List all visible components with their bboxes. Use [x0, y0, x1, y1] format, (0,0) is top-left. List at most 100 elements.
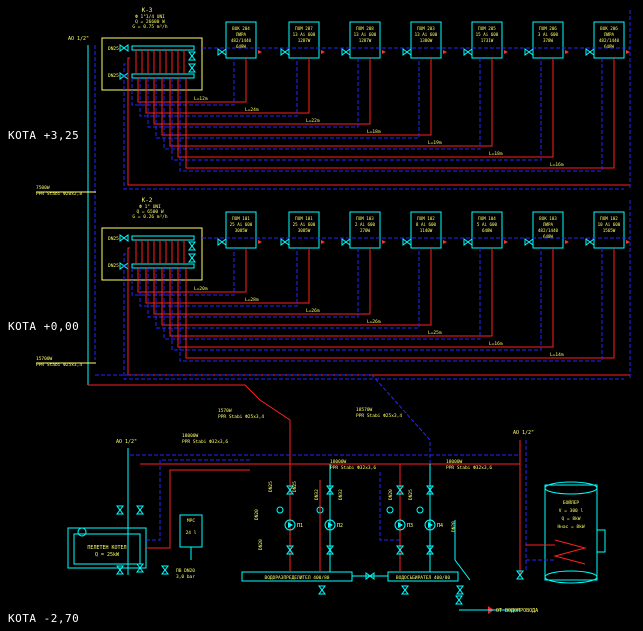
valve-tag: DN20	[388, 489, 394, 500]
lower-manifold-spec: Ф 1" UNI	[139, 204, 161, 210]
valve-tag: DN25	[268, 481, 274, 492]
upper-feed-pipe	[153, 58, 371, 125]
dhw-tank-label: БОЙЛЕР	[563, 499, 580, 506]
dhw-tank-label: V = 300 l	[559, 508, 584, 514]
upper-radiator-valve	[463, 48, 473, 56]
safety-valve-label: 3,0 bar	[176, 574, 195, 580]
upper-feed-pipe	[177, 58, 554, 158]
lower-radiator-valve	[258, 240, 262, 244]
lower-radiator-label: ПОМ 102	[417, 216, 435, 221]
lower-radiator-label: 482/1440	[538, 228, 559, 233]
lower-radiator-label: ПОМ 103	[356, 216, 374, 221]
upper-radiator-label: 648W	[236, 44, 247, 49]
upper-pipe-length: L=16m	[550, 162, 564, 168]
circulation-pump: П1	[284, 519, 303, 531]
pipe-note: PPR Stabi Ф32x3,6	[182, 439, 228, 445]
upper-pipe-length: L=12m	[194, 96, 208, 102]
upper-radiator-label: ПОМ 203	[417, 26, 435, 31]
boiler-tank-pipe	[454, 520, 471, 581]
upper-radiator-valve	[626, 50, 630, 54]
lower-feed-pipe	[185, 248, 615, 359]
pump-group-valve	[426, 485, 434, 495]
pump-group-valve	[326, 545, 334, 555]
upper-manifold-spec: G = 0.75 m³/h	[132, 24, 168, 30]
lower-radiator-label: ЛИРА	[543, 222, 554, 227]
lower-return-pipe	[171, 248, 542, 351]
pump-group-valve	[286, 545, 294, 555]
lower-valve-tag: DN25	[108, 263, 119, 269]
upper-radiator-label: 3 Ai 600	[538, 32, 559, 37]
air-vent-label: АО 1/2"	[513, 430, 534, 436]
upper-radiator-label: 648W	[604, 44, 615, 49]
upper-pipe-length: L=22m	[306, 118, 320, 124]
circulation-pump: П2	[324, 519, 343, 531]
pipe-note: PPR Stabi Ф25x3,4	[218, 414, 264, 420]
lower-radiator-valve	[321, 240, 325, 244]
pipe-note: PPR Stabi Ф32x3,6	[330, 465, 376, 471]
level-label-ground: КОТА +0,00	[8, 320, 80, 333]
lower-radiator-valve	[524, 238, 534, 246]
lower-feed-pipe	[145, 248, 310, 304]
lower-radiator	[225, 211, 257, 249]
lower-return-pipe	[155, 248, 420, 329]
upper-radiator-label: 13 Ai 600	[415, 32, 438, 37]
dhw-tank-bottom	[544, 570, 598, 584]
upper-return-pipe	[147, 58, 359, 128]
upper-radiator-valve	[524, 48, 534, 56]
lower-radiator-label: 8 Ai 600	[416, 222, 437, 227]
upper-radiator-label: 13 Ai 600	[293, 32, 316, 37]
lower-pipe-length: L=25m	[428, 330, 442, 336]
lower-radiator-valve	[341, 238, 351, 246]
lower-pipe-length: L=14m	[550, 352, 564, 358]
pipe-note: 18000W	[182, 433, 199, 439]
upper-valve-tag: DN25	[108, 73, 119, 79]
lower-radiator-label: 1140W	[420, 228, 433, 233]
lower-manifold-box	[101, 227, 203, 281]
upper-radiator-valve	[280, 48, 290, 56]
circulation-pump: П3	[394, 519, 413, 531]
upper-radiator-label: ЛИРА	[604, 32, 615, 37]
boiler-valve	[116, 565, 124, 575]
dhw-tank	[544, 484, 598, 581]
upper-return-pipe	[171, 58, 542, 161]
dhw-heater	[596, 529, 606, 553]
upper-radiator-label: 1731W	[481, 38, 494, 43]
lower-pipe-length: L=26m	[306, 308, 320, 314]
lower-radiator-label: 25 Ai 600	[230, 222, 253, 227]
upper-radiator	[471, 21, 503, 59]
lower-return-pipe	[147, 248, 359, 318]
boiler-label: ПЕЛЕТЕН КОТЕЛ	[87, 545, 126, 551]
upper-return-pipe	[139, 58, 298, 117]
svg-text:П3: П3	[407, 523, 413, 529]
upper-pipe-length: L=18m	[489, 151, 503, 157]
upper-radiator-valve	[382, 50, 386, 54]
pipe-note: 1570W	[218, 408, 232, 414]
riser-note-upper: PPR Stabi Ф20x2,8	[36, 191, 82, 197]
boiler-feed	[146, 469, 250, 549]
lower-return-bar	[131, 263, 195, 269]
boiler-valve	[136, 563, 144, 573]
boiler-inner	[73, 533, 141, 565]
water-supply-label: ОТ ВОДОПРОВОДА	[496, 608, 538, 614]
boiler-valve	[136, 505, 144, 515]
lower-radiator	[593, 211, 625, 249]
upper-pipe-length: L=18m	[367, 129, 381, 135]
riser-note-lower: PPR Stabi Ф25x3,4	[36, 362, 82, 368]
lower-radiator-label: 648W	[482, 228, 493, 233]
lower-pipe-length: L=26m	[367, 319, 381, 325]
upper-radiator-label: ПОМ 206	[539, 26, 557, 31]
lower-radiator	[349, 211, 381, 249]
lower-radiator	[471, 211, 503, 249]
upper-return-pipe	[163, 58, 481, 150]
upper-manifold-spec: Ф 1"1/4 UNI	[135, 14, 165, 20]
expansion-tank-label: 24 l	[186, 530, 197, 536]
upper-radiator-valve	[402, 48, 412, 56]
lower-radiator	[410, 211, 442, 249]
lower-radiator-label: 3085W	[298, 228, 311, 233]
lower-pipe-length: L=16m	[489, 341, 503, 347]
lower-radiator-valve	[382, 240, 386, 244]
gauge-icon	[276, 506, 284, 514]
circulation-pump: П4	[424, 519, 443, 531]
pump-group-valve	[326, 485, 334, 495]
